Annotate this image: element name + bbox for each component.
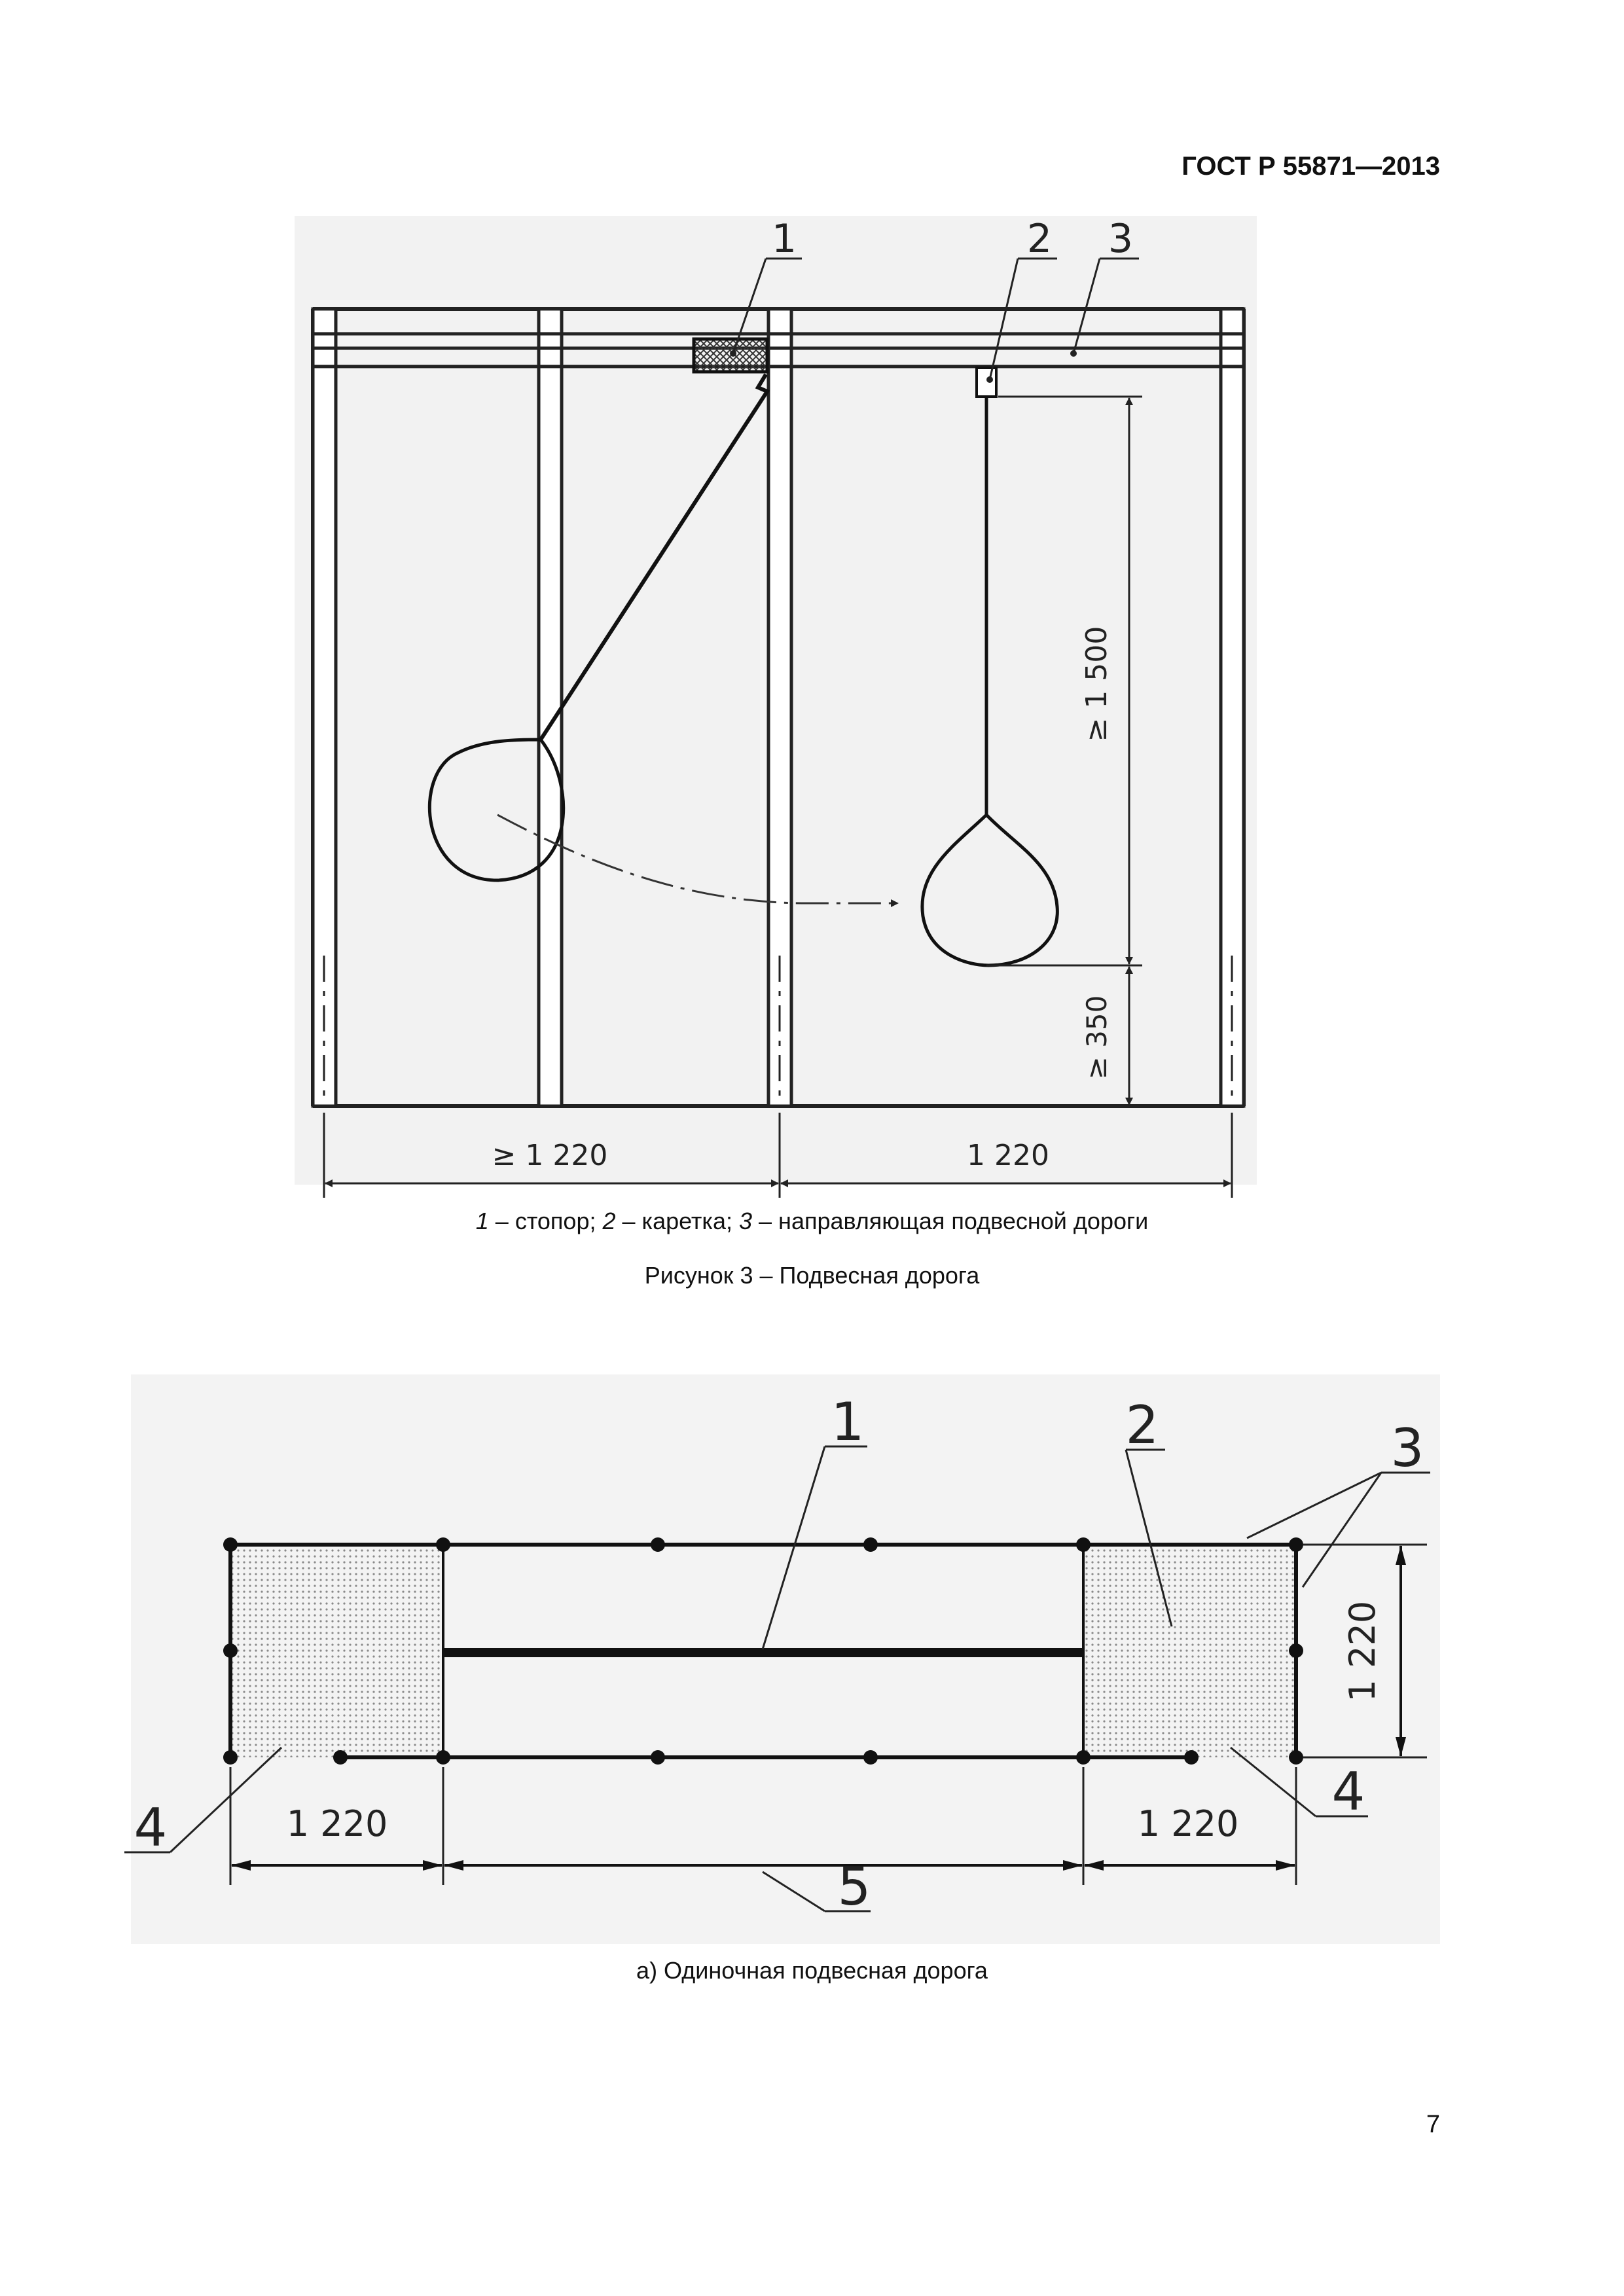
figure-3-drawing: ≥ 1 500 ≥ 350 ≥ 1 220 1 220 1 2 3 [295,216,1257,1198]
figure-3-title: Рисунок 3 – Подвесная дорога [644,1262,980,1289]
dim-right-label: 1 220 [967,1139,1049,1172]
figure-4a-drawing: 1 220 1 220 1 220 1 2 3 4 4 5 [124,1374,1440,1944]
dim-left-label: ≥ 1 220 [492,1139,608,1172]
callout-5: 5 [838,1856,871,1917]
carriage [975,367,998,398]
dim-right-label: 1 220 [1138,1803,1239,1844]
zone-left [230,1545,443,1757]
callout-3: 3 [1108,216,1133,262]
callout-1: 1 [831,1391,865,1452]
dim-left-label: 1 220 [287,1803,388,1844]
callout-4-right: 4 [1332,1761,1365,1822]
page-number: 7 [1426,2111,1440,2138]
dim-height-label: 1 220 [1342,1601,1383,1702]
callout-3: 3 [1391,1418,1424,1479]
figure-4a-caption: а) Одиночная подвесная дорога [636,1957,988,1984]
callout-2: 2 [1027,216,1052,262]
zone-right [1083,1545,1296,1757]
pendulum-ball-swung [427,738,566,882]
callout-1: 1 [772,216,797,262]
dim-bottom-label: ≥ 350 [1081,996,1113,1080]
callout-4-left: 4 [134,1797,168,1858]
dim-height-label: ≥ 1 500 [1080,626,1113,742]
callout-2: 2 [1126,1395,1159,1456]
standard-number: ГОСТ Р 55871—2013 [1182,152,1440,181]
figure-3-legend: 1 – стопор; 2 – каретка; 3 – направляюща… [475,1208,1149,1234]
